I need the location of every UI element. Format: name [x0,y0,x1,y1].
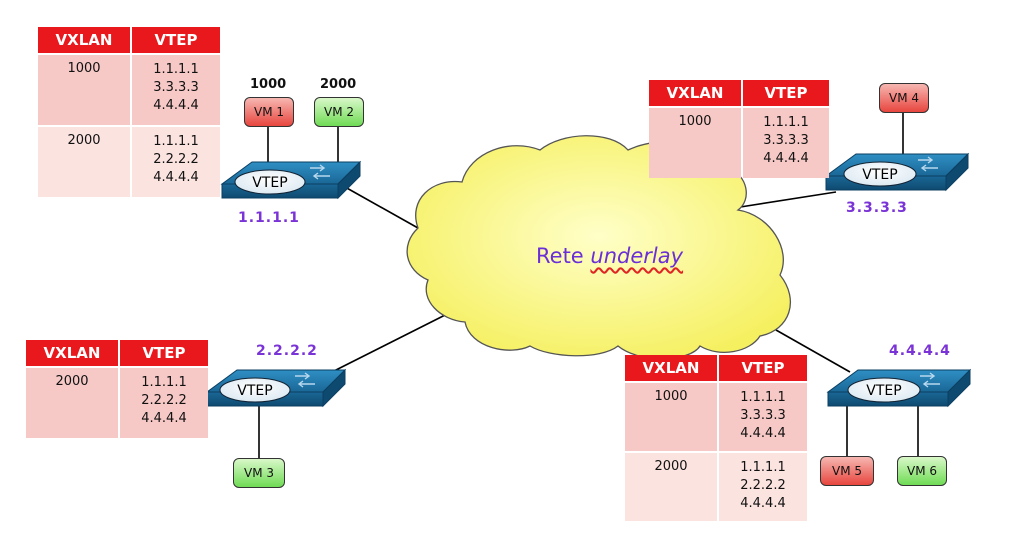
vtep-label-4: VTEP [866,383,901,399]
vtep-ip-3: 3.3.3.3 [846,200,908,216]
link-vtep2-cloud [329,304,466,374]
vtep-switch-4 [826,368,972,408]
switch-arrows-icon [295,372,315,388]
vm1-vni: 1000 [250,77,287,92]
vm-3: VM 3 [233,458,285,488]
vxlan-cell: 1000 [625,383,717,451]
switch-arrows-icon [920,372,940,388]
header-vtep: VTEP [719,355,807,381]
vxlan-cell: 2000 [26,368,118,438]
vtep-ip-4: 4.4.4.4 [889,343,951,359]
link-vtep3-cloud [733,191,837,209]
vm-6: VM 6 [897,456,947,486]
link-vtep1-cloud [344,186,419,229]
vtep-ellipse-2 [219,377,291,403]
vtep-switch-2 [205,368,347,408]
header-vxlan: VXLAN [649,80,741,106]
vtep-label-1: VTEP [252,175,287,191]
underlay-cloud [406,135,791,360]
switch-arrows-icon [918,156,938,172]
vm2-vni: 2000 [320,77,357,92]
underlay-prefix: Rete [536,244,591,268]
vm-5: VM 5 [820,456,874,486]
vxlan-cell: 2000 [38,127,130,197]
link-vtep4-cloud [775,329,851,373]
vm-2: VM 2 [314,97,364,127]
vtep-ellipse-3 [843,161,917,187]
vtep-label-3: VTEP [862,167,897,183]
vtep-switch-3 [824,152,970,192]
vm-4: VM 4 [879,83,929,113]
links [258,110,919,460]
vtep-switch-1 [220,160,362,200]
vtep-ip-2: 2.2.2.2 [256,343,318,359]
vxlan-cell: 1000 [649,108,741,178]
underlay-emphasis: underlay [590,244,684,268]
header-vxlan: VXLAN [625,355,717,381]
vm-1: VM 1 [244,97,294,127]
header-vxlan: VXLAN [38,27,130,53]
vxlan-cell: 2000 [625,453,717,521]
switch-arrows-icon [310,164,330,180]
underlay-label: Rete underlay [536,244,683,268]
vtep-ellipse-1 [234,169,306,195]
vtep-ip-1: 1.1.1.1 [238,210,300,226]
header-vxlan: VXLAN [26,340,118,366]
vxlan-cell: 1000 [38,55,130,125]
vtep-label-2: VTEP [237,383,272,399]
header-vtep: VTEP [120,340,208,366]
header-vtep: VTEP [743,80,829,106]
header-vtep: VTEP [132,27,220,53]
vtep-ellipse-4 [847,377,921,403]
